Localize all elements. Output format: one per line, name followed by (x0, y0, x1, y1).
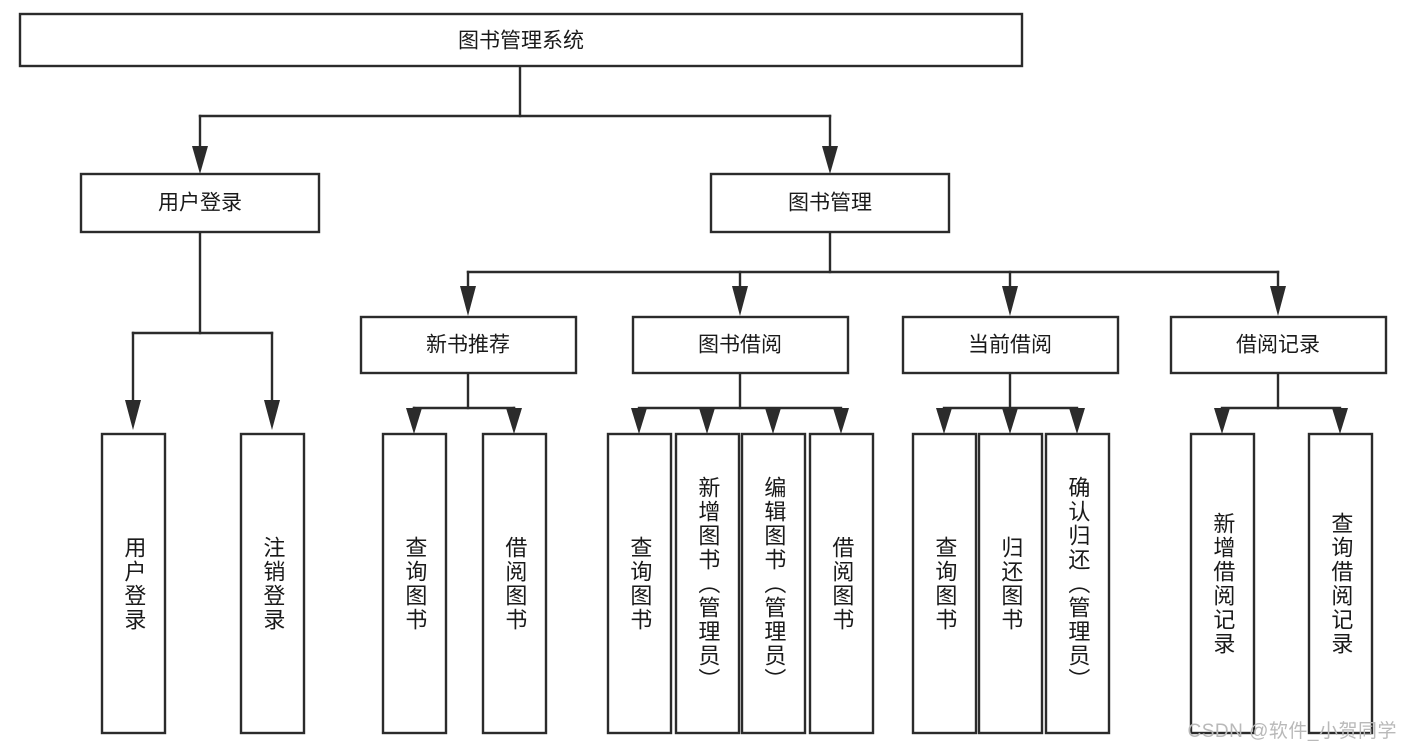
node-book-borrow-label: 图书借阅 (698, 334, 782, 357)
connector-group-book-manage (460, 230, 1286, 316)
node-user-login-label: 用户登录 (158, 192, 242, 215)
arrowhead-leaf-borrow-book-2 (833, 408, 849, 434)
node-book-manage-box[interactable] (709, 172, 951, 234)
arrowhead-book-borrow (732, 286, 748, 316)
node-leaf-query-book-1-box[interactable] (381, 432, 448, 735)
arrowhead-new-book-recommend (460, 286, 476, 316)
connector-group-borrow-record (1214, 371, 1348, 434)
arrowhead-book-manage (822, 146, 838, 174)
node-user-login[interactable]: 用户登录 (79, 172, 321, 234)
node-current-borrow-box[interactable] (901, 315, 1120, 375)
node-leaf-borrow-book-1-box[interactable] (481, 432, 548, 735)
node-leaf-query-borrow-record-box[interactable] (1307, 432, 1374, 735)
node-leaf-logout-login-box[interactable] (239, 432, 306, 735)
csdn-watermark: CSDN @软件_小贺同学 (1187, 721, 1397, 742)
node-root-box[interactable] (18, 12, 1024, 68)
arrowhead-leaf-logout-login (264, 400, 280, 430)
node-leaf-add-borrow-record-box[interactable] (1189, 432, 1256, 735)
node-new-book-recommend-box[interactable] (359, 315, 578, 375)
arrowhead-leaf-user-login (125, 400, 141, 430)
node-leaf-confirm-return-admin-box[interactable] (1044, 432, 1111, 735)
node-current-borrow-label: 当前借阅 (968, 334, 1052, 357)
node-book-borrow-box[interactable] (631, 315, 850, 375)
arrowhead-leaf-query-book-2 (631, 408, 647, 434)
node-user-login-box[interactable] (79, 172, 321, 234)
connector-group-current-borrow (936, 371, 1085, 434)
connector-group-user-login (125, 230, 280, 430)
connector-group-new-book-recommend (406, 371, 522, 434)
arrowhead-leaf-query-book-3 (936, 408, 952, 434)
node-new-book-recommend-label: 新书推荐 (426, 334, 510, 357)
arrowhead-user-login (192, 146, 208, 174)
node-borrow-record-label: 借阅记录 (1236, 334, 1320, 357)
node-leaf-query-book-3-box[interactable] (911, 432, 978, 735)
node-book-manage-label: 图书管理 (788, 192, 872, 215)
node-book-manage[interactable]: 图书管理 (709, 172, 951, 234)
node-leaf-borrow-book-2-box[interactable] (808, 432, 875, 735)
arrowhead-leaf-borrow-book-1 (506, 408, 522, 434)
node-borrow-record-box[interactable] (1169, 315, 1388, 375)
node-leaf-add-book-admin-box[interactable] (674, 432, 741, 735)
arrowhead-current-borrow (1002, 286, 1018, 316)
node-leaf-user-login-box[interactable] (100, 432, 167, 735)
node-current-borrow[interactable]: 当前借阅 (901, 315, 1120, 375)
arrowhead-leaf-query-book-1 (406, 408, 422, 434)
arrowhead-leaf-confirm-return-admin (1069, 408, 1085, 434)
node-leaf-return-book-box[interactable] (977, 432, 1044, 735)
node-leaf-query-book-2-box[interactable] (606, 432, 673, 735)
connector-group-book-borrow (631, 371, 849, 434)
connector-group-root (192, 64, 838, 174)
node-borrow-record[interactable]: 借阅记录 (1169, 315, 1388, 375)
arrowhead-leaf-edit-book-admin (765, 408, 781, 434)
node-book-borrow[interactable]: 图书借阅 (631, 315, 850, 375)
node-new-book-recommend[interactable]: 新书推荐 (359, 315, 578, 375)
node-root[interactable]: 图书管理系统 (18, 12, 1024, 68)
arrowhead-leaf-query-borrow-record (1332, 408, 1348, 434)
arrowhead-leaf-add-borrow-record (1214, 408, 1230, 434)
arrowhead-borrow-record (1270, 286, 1286, 316)
node-root-label: 图书管理系统 (458, 30, 584, 53)
arrowhead-leaf-add-book-admin (699, 408, 715, 434)
arrowhead-leaf-return-book (1002, 408, 1018, 434)
node-leaf-edit-book-admin-box[interactable] (740, 432, 807, 735)
